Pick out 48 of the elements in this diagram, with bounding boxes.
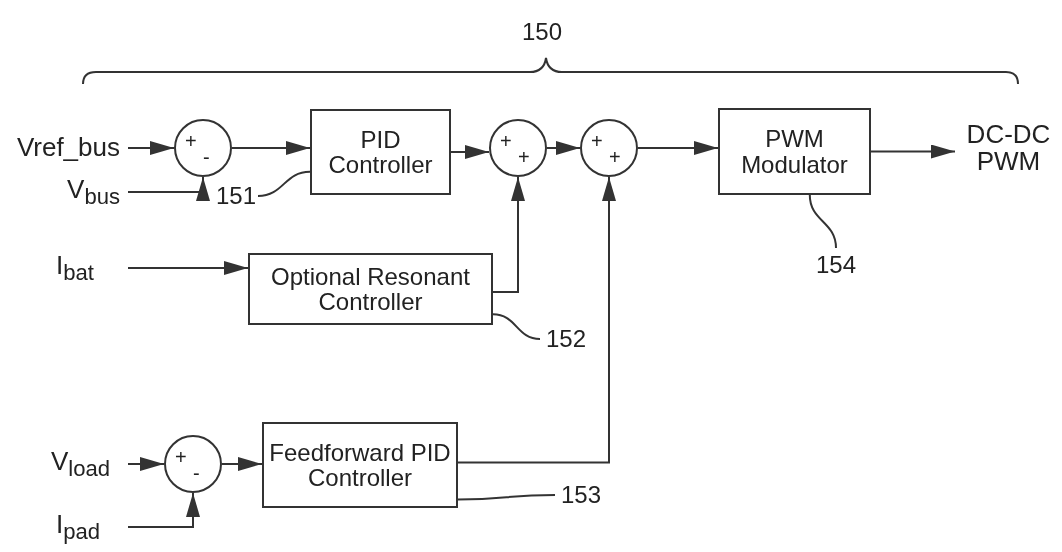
sign: +	[518, 147, 530, 167]
signal-label: Vref_bus	[16, 134, 120, 162]
process-box	[718, 108, 871, 195]
callout-number: 151	[215, 183, 256, 209]
callout-number: 153	[560, 482, 601, 508]
summing-junction	[174, 119, 232, 177]
signal-label: DC-DC PWM	[965, 120, 1052, 176]
arrow	[870, 144, 956, 159]
sign: +	[500, 131, 512, 151]
sign: -	[203, 147, 210, 167]
sign: +	[609, 147, 621, 167]
arrow	[492, 176, 525, 293]
box-label: Optional Resonant Controller	[270, 263, 471, 315]
signal-label: V$_{load}$	[50, 447, 110, 481]
process-box	[262, 422, 458, 508]
arrow	[127, 457, 165, 471]
process-box	[310, 109, 451, 195]
callout-number: 154	[815, 252, 856, 278]
box-label: Feedforward PID Controller	[268, 439, 452, 491]
summing-junction	[489, 119, 547, 177]
callout-number: 152	[545, 326, 586, 352]
arrow	[127, 261, 249, 275]
sign: +	[185, 131, 197, 151]
arrow	[546, 141, 581, 155]
leader-line	[808, 194, 837, 249]
sign: -	[193, 463, 200, 483]
leader-line	[457, 494, 556, 501]
arrow	[450, 145, 490, 159]
reference-number: 150	[522, 18, 563, 46]
signal-label: V$_{bus}$	[67, 175, 120, 209]
sign: +	[591, 131, 603, 151]
process-box	[248, 253, 493, 325]
box-label: PID Controller	[327, 126, 434, 178]
leader-line	[492, 313, 541, 340]
arrow	[637, 141, 719, 155]
summing-junction	[164, 435, 222, 493]
arrow	[221, 457, 263, 471]
box-label: PWM Modulator	[740, 126, 849, 177]
arrow	[127, 141, 175, 155]
sign: +	[175, 447, 187, 467]
signal-label: I$_{bat}$	[56, 251, 94, 285]
summing-junction	[580, 119, 638, 177]
arrow	[127, 492, 200, 528]
arrow	[457, 176, 616, 464]
leader-line	[257, 170, 311, 197]
arrow	[127, 176, 210, 201]
arrow	[231, 141, 311, 155]
signal-label: I$_{pad}$	[55, 510, 100, 544]
